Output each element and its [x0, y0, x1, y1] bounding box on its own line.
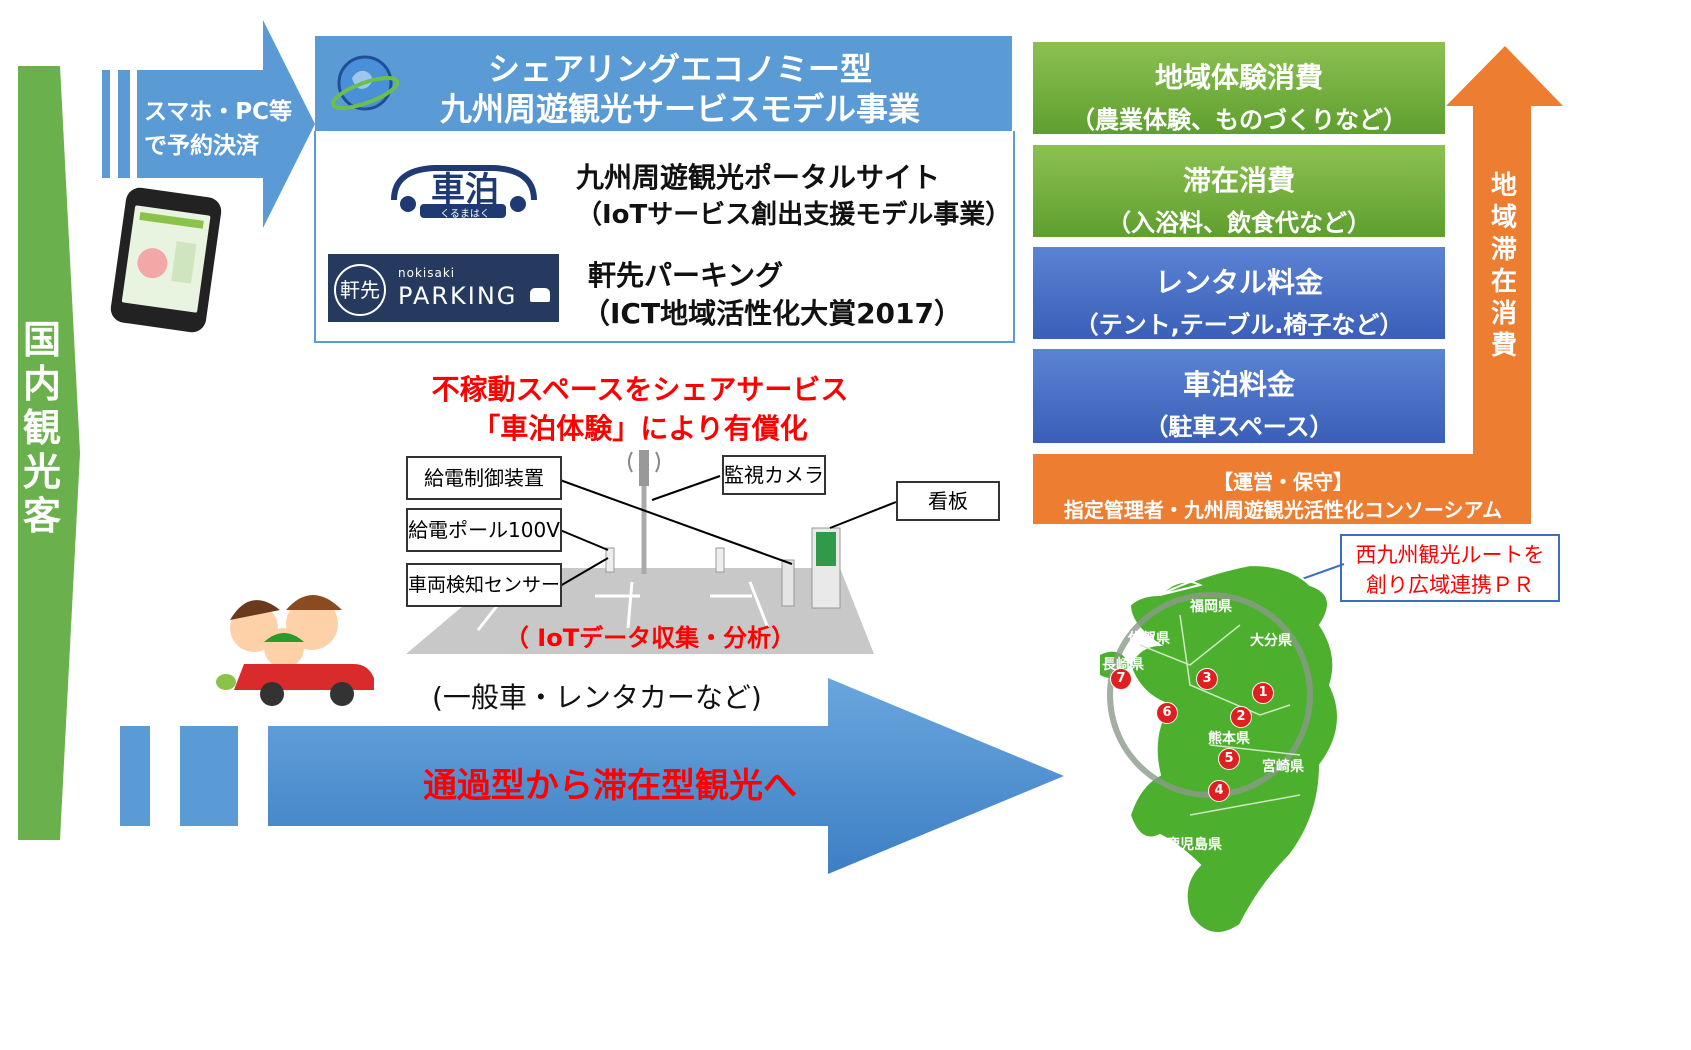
consumption-box-experience: 地域体験消費 （農業体験、ものづくりなど） — [1033, 42, 1445, 134]
camera-label: 監視カメラ — [722, 455, 826, 495]
kurumahaku-logo-text: 車泊 — [431, 170, 499, 210]
reserve-arrow — [137, 20, 315, 228]
consumption-sub: （テント,テーブル.椅子など） — [1074, 311, 1404, 339]
map-marker-3: 3 — [1196, 668, 1218, 690]
pref-kumamoto: 熊本県 — [1208, 731, 1250, 747]
map-marker-2: 2 — [1230, 706, 1252, 728]
consumption-sub: （駐車スペース） — [1144, 413, 1334, 441]
route-line-2: 創り広域連携ＰＲ — [1366, 573, 1534, 597]
pref-miyazaki: 宮崎県 — [1262, 759, 1304, 775]
smartphone-image — [109, 185, 223, 335]
consumption-box-rental: レンタル料金 （テント,テーブル.椅子など） — [1033, 247, 1445, 339]
pref-nagasaki: 長崎県 — [1102, 657, 1144, 673]
map-marker-1: 1 — [1252, 682, 1274, 704]
reserve-arrow-stripe-2 — [118, 70, 130, 178]
route-box: 西九州観光ルートを 創り広域連携ＰＲ — [1340, 534, 1560, 602]
parking-logo-kanji: 軒先 — [340, 278, 380, 302]
portal-subtitle: （IoTサービス創出支援モデル事業） — [576, 200, 1012, 230]
slogan-line-2: 「車泊体験」により有償化 — [472, 412, 808, 445]
vehicle-note: (一般車・レンタカーなど) — [432, 681, 762, 714]
map-marker-5: 5 — [1218, 748, 1240, 770]
consumption-title: 地域体験消費 — [1154, 61, 1323, 94]
power-control-label: 給電制御装置 — [406, 456, 562, 500]
bottom-arrow-stripe-2 — [180, 726, 238, 826]
sensor-label: 車両検知センサー — [406, 563, 562, 607]
map-marker-7: 7 — [1110, 668, 1132, 690]
operation-line-1: 【運営・保守】 — [1213, 470, 1353, 494]
consumption-box-stay: 滞在消費 （入浴料、飲食代など） — [1033, 145, 1445, 237]
power-pole-label: 給電ポール100V — [406, 508, 562, 552]
consumption-box-carstay: 車泊料金 （駐車スペース） — [1033, 349, 1445, 443]
pref-saga: 佐賀県 — [1128, 631, 1170, 647]
regional-consumption-label: 地域滞在消費 — [1490, 171, 1517, 361]
car-icon — [530, 288, 550, 302]
consumption-title: レンタル料金 — [1154, 266, 1323, 299]
consumption-sub: （入浴料、飲食代など） — [1107, 209, 1371, 237]
operation-line-2: 指定管理者・九州周遊観光活性化コンソーシアム — [1063, 498, 1503, 522]
consumption-title: 車泊料金 — [1182, 368, 1295, 401]
route-line-1: 西九州観光ルートを — [1355, 543, 1545, 567]
reserve-text-2: で予約決済 — [144, 133, 259, 159]
model-title-2: 九州周遊観光サービスモデル事業 — [439, 90, 920, 128]
parking-subtitle: （ICT地域活性化大賞2017） — [582, 297, 962, 330]
map-marker-6: 6 — [1156, 702, 1178, 724]
bottom-arrow-text: 通過型から滞在型観光へ — [423, 766, 797, 806]
portal-title: 九州周遊観光ポータルサイト — [576, 161, 941, 194]
reserve-arrow-stripe-1 — [102, 70, 110, 178]
parking-logo-small: nokisaki — [398, 266, 456, 280]
bottom-arrow-stripe-1 — [120, 726, 150, 826]
pref-oita: 大分県 — [1250, 633, 1292, 649]
tourist-bar — [18, 66, 80, 840]
model-header — [315, 36, 1012, 131]
pref-kagoshima: 鹿児島県 — [1166, 837, 1222, 853]
globe-icon — [330, 48, 400, 118]
reserve-text-1: スマホ・PC等 — [144, 99, 293, 125]
model-title-1: シェアリングエコノミー型 — [487, 50, 872, 88]
iot-label: （ IoTデータ収集・分析） — [504, 624, 796, 652]
slogan-line-1: 不稼動スペースをシェアサービス — [431, 373, 849, 406]
regional-consumption-arrow — [1033, 46, 1563, 524]
family-car-image — [214, 590, 384, 708]
consumption-title: 滞在消費 — [1182, 164, 1295, 197]
bottom-arrow — [268, 678, 1064, 874]
pref-fukuoka: 福岡県 — [1190, 599, 1232, 615]
map-marker-4: 4 — [1208, 780, 1230, 802]
nokisaki-parking-logo: 軒先 nokisaki PARKING — [328, 254, 559, 322]
kurumahaku-logo-sub: くるまはく — [440, 209, 490, 220]
consumption-sub: （農業体験、ものづくりなど） — [1071, 106, 1407, 134]
parking-logo-big: PARKING — [398, 282, 518, 310]
kurumahaku-logo — [384, 156, 542, 222]
tourist-label: 国内観光客 — [22, 318, 61, 538]
signboard-label: 看板 — [896, 481, 1000, 521]
parking-title: 軒先パーキング — [588, 259, 784, 292]
